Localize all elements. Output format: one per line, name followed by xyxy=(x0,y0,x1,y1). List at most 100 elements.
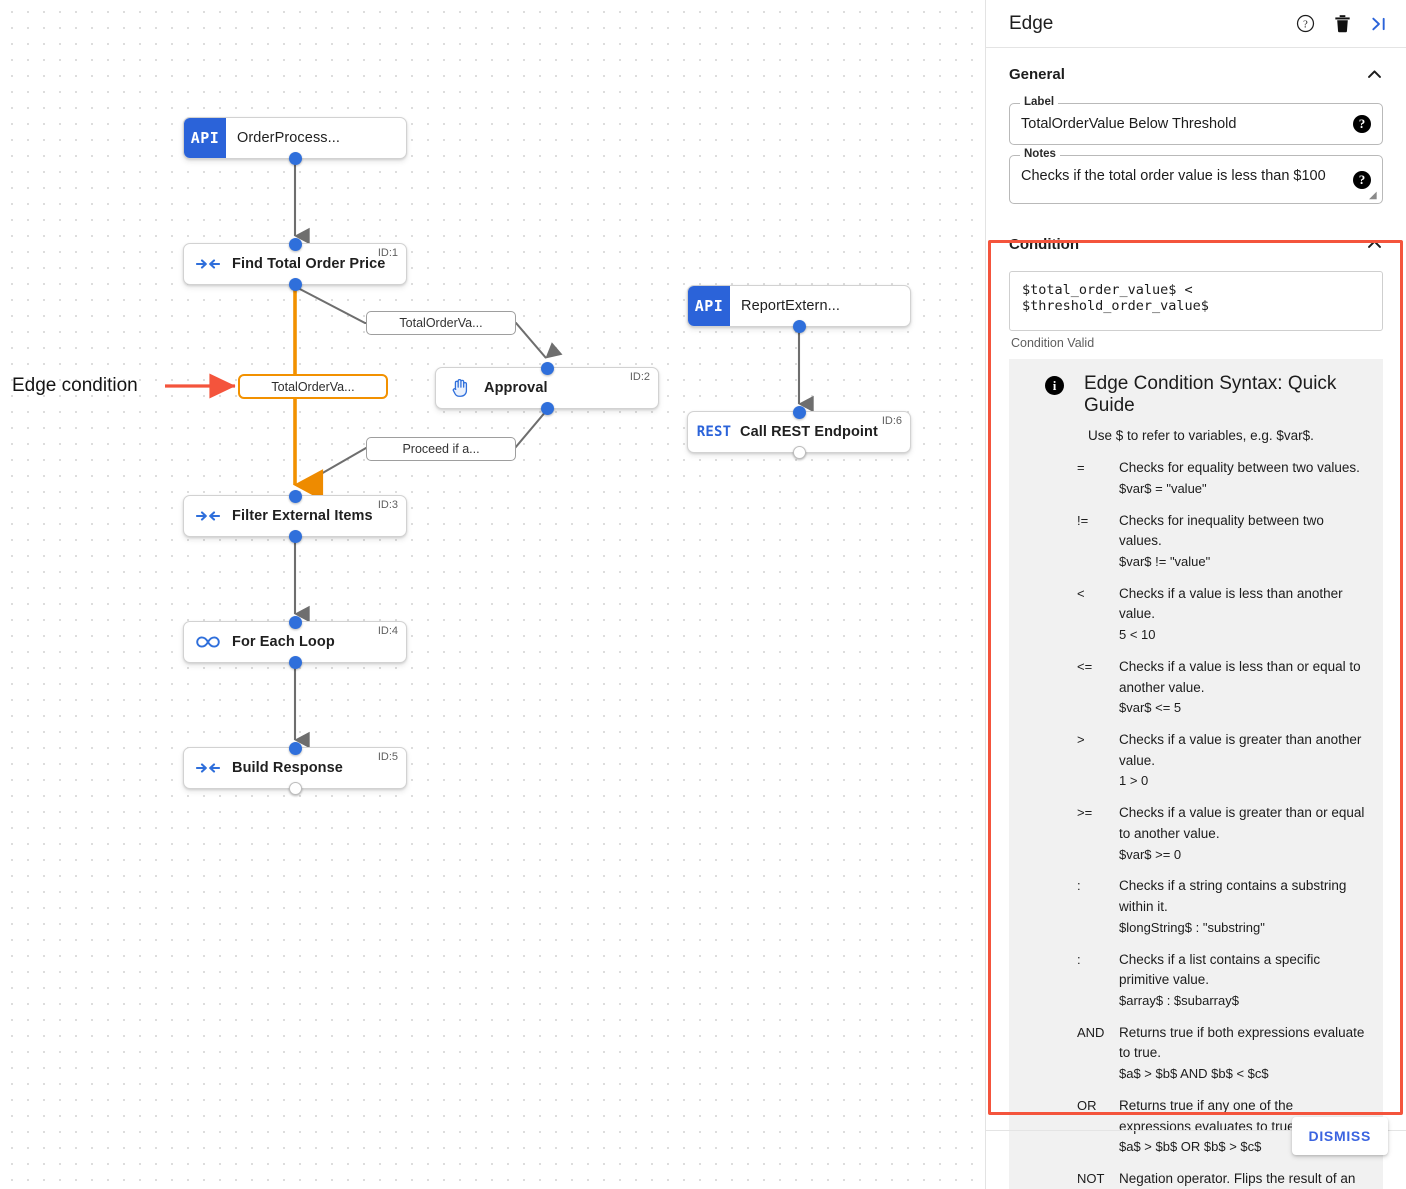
collapse-panel-icon[interactable] xyxy=(1369,14,1389,34)
operator-example: $var$ != "value" xyxy=(1119,553,1211,569)
node-find-total-order-price[interactable]: Find Total Order Price ID:1 xyxy=(183,237,407,291)
guide-intro: Use $ to refer to variables, e.g. $var$. xyxy=(1088,428,1314,444)
node-output-port[interactable] xyxy=(288,781,302,795)
notes-help-icon[interactable]: ? xyxy=(1353,170,1371,189)
operator-symbol: AND xyxy=(1077,1024,1105,1040)
info-icon: i xyxy=(1045,376,1064,396)
condition-section: Condition $total_order_value$ < $thresho… xyxy=(986,218,1406,1189)
operator-symbol: = xyxy=(1077,460,1085,476)
operator-row: >Checks if a value is greater than anoth… xyxy=(1077,730,1367,791)
operator-symbol: >= xyxy=(1077,805,1093,821)
operator-symbol: : xyxy=(1077,878,1081,894)
node-title: Approval xyxy=(484,380,548,396)
node-input-port[interactable] xyxy=(288,489,302,503)
section-title: General xyxy=(1009,66,1065,83)
delete-icon[interactable] xyxy=(1332,14,1352,34)
node-input-port[interactable] xyxy=(288,615,302,629)
operator-example: $var$ <= 5 xyxy=(1119,700,1182,716)
node-id-badge: ID:3 xyxy=(377,499,398,511)
operator-example: 1 > 0 xyxy=(1119,773,1149,789)
section-title: Condition xyxy=(1009,236,1079,254)
node-output-port[interactable] xyxy=(288,655,302,669)
condition-status-text: Condition Valid xyxy=(1011,336,1095,351)
operator-description: Returns true if both expressions evaluat… xyxy=(1119,1024,1365,1061)
node-output-port[interactable] xyxy=(288,151,302,165)
operator-symbol: NOT xyxy=(1077,1171,1105,1187)
hand-icon xyxy=(436,377,484,399)
condition-expression-input[interactable]: $total_order_value$ < $threshold_order_v… xyxy=(1009,271,1383,332)
operator-row: >= Checks if a value is greater than or e… xyxy=(1077,803,1367,864)
operator-description: Returns true if any one of the expressio… xyxy=(1119,1097,1299,1134)
operator-row: AND Returns true if both expressions eval… xyxy=(1077,1023,1367,1084)
node-filter-external-items[interactable]: Filter External Items ID:3 xyxy=(183,489,407,543)
operator-example: $array$ : $subarray$ xyxy=(1119,992,1239,1008)
guide-title: Edge Condition Syntax: Quick Guide xyxy=(1084,373,1337,417)
node-orderprocess[interactable]: API OrderProcess... xyxy=(183,117,407,165)
node-title: OrderProcess... xyxy=(237,130,341,146)
operator-example: $var$ >= 0 xyxy=(1119,846,1182,862)
textarea-resize-handle[interactable]: ◢ xyxy=(1369,190,1377,202)
node-call-rest-endpoint[interactable]: REST Call REST Endpoint ID:6 xyxy=(687,405,911,459)
operator-row: <=Checks if a value is less than or equa… xyxy=(1077,657,1367,718)
node-id-badge: ID:4 xyxy=(377,625,398,637)
panel-header: Edge ? xyxy=(986,0,1406,48)
node-title: For Each Loop xyxy=(232,634,335,650)
help-icon[interactable]: ? xyxy=(1295,14,1315,34)
node-output-port[interactable] xyxy=(792,319,806,333)
edge-properties-panel: Edge ? xyxy=(985,0,1406,1189)
edge-label-totalordervalue-top[interactable]: TotalOrderVa... xyxy=(366,311,516,335)
node-output-port[interactable] xyxy=(288,529,302,543)
workflow-canvas[interactable]: Edge condition API OrderProcess... Find … xyxy=(0,0,985,1189)
operator-example: $a$ > $b$ OR $b$ > $c$ xyxy=(1119,1139,1262,1155)
label-field[interactable]: Label TotalOrderValue Below Threshold ? xyxy=(1009,96,1383,146)
operator-description: Checks if a value is greater than anothe… xyxy=(1119,732,1362,768)
general-section-header[interactable]: General xyxy=(1003,48,1389,93)
node-title: Filter External Items xyxy=(232,508,373,524)
operator-row: =Checks for equality between two values.… xyxy=(1077,458,1367,499)
node-input-port[interactable] xyxy=(288,741,302,755)
operator-row: NOT Negation operator. Flips the result o… xyxy=(1077,1169,1367,1189)
operator-example: 5 < 10 xyxy=(1119,627,1156,643)
notes-field[interactable]: Notes Checks if the total order value is… xyxy=(1009,148,1383,205)
notes-field-legend: Notes xyxy=(1020,148,1060,161)
chevron-up-icon[interactable] xyxy=(1366,236,1383,253)
edge-connectors xyxy=(165,159,814,749)
merge-arrows-icon xyxy=(184,508,232,524)
operator-description: Negation operator. Flips the result of a… xyxy=(1119,1171,1356,1187)
operator-description: Checks if a value is less than another v… xyxy=(1119,585,1343,622)
operator-description: Checks for inequality between two values… xyxy=(1119,512,1324,549)
condition-syntax-guide: i Edge Condition Syntax: Quick Guide Use… xyxy=(1009,359,1383,1189)
edge-label-totalordervalue-selected[interactable]: TotalOrderVa... xyxy=(238,374,388,399)
node-approval[interactable]: Approval ID:2 xyxy=(435,361,659,415)
rest-badge-icon: REST xyxy=(696,424,732,440)
notes-field-value[interactable]: Checks if the total order value is less … xyxy=(1021,168,1326,185)
node-for-each-loop[interactable]: For Each Loop ID:4 xyxy=(183,615,407,669)
chevron-up-icon[interactable] xyxy=(1366,66,1383,83)
operator-symbol: <= xyxy=(1077,658,1093,674)
merge-arrows-icon xyxy=(184,256,232,272)
operator-example: $a$ > $b$ AND $b$ < $c$ xyxy=(1119,1066,1269,1082)
node-title: ReportExtern... xyxy=(741,298,841,314)
node-output-port[interactable] xyxy=(540,401,554,415)
node-output-port[interactable] xyxy=(792,445,806,459)
operator-row: < Checks if a value is less than another … xyxy=(1077,584,1367,645)
node-id-badge: ID:6 xyxy=(881,415,902,427)
operator-row: :Checks if a string contains a substring… xyxy=(1077,876,1367,937)
dismiss-button[interactable]: DISMISS xyxy=(1291,1117,1388,1155)
edge-label-proceed-if-approved[interactable]: Proceed if a... xyxy=(366,437,516,461)
node-output-port[interactable] xyxy=(288,277,302,291)
condition-section-header[interactable]: Condition xyxy=(1003,218,1389,263)
api-badge-icon: API xyxy=(184,118,226,158)
node-input-port[interactable] xyxy=(540,361,554,375)
node-title: Build Response xyxy=(232,760,343,776)
operator-symbol: < xyxy=(1077,585,1085,601)
node-reportextern[interactable]: API ReportExtern... xyxy=(687,285,911,333)
operator-description: Checks if a value is greater than or equ… xyxy=(1119,805,1365,841)
label-help-icon[interactable]: ? xyxy=(1353,115,1371,134)
label-field-value[interactable]: TotalOrderValue Below Threshold xyxy=(1021,116,1237,132)
label-field-legend: Label xyxy=(1020,96,1059,108)
node-build-response[interactable]: Build Response ID:5 xyxy=(183,741,407,795)
node-input-port[interactable] xyxy=(288,237,302,251)
panel-footer-divider xyxy=(986,1130,1406,1131)
node-input-port[interactable] xyxy=(792,405,806,419)
